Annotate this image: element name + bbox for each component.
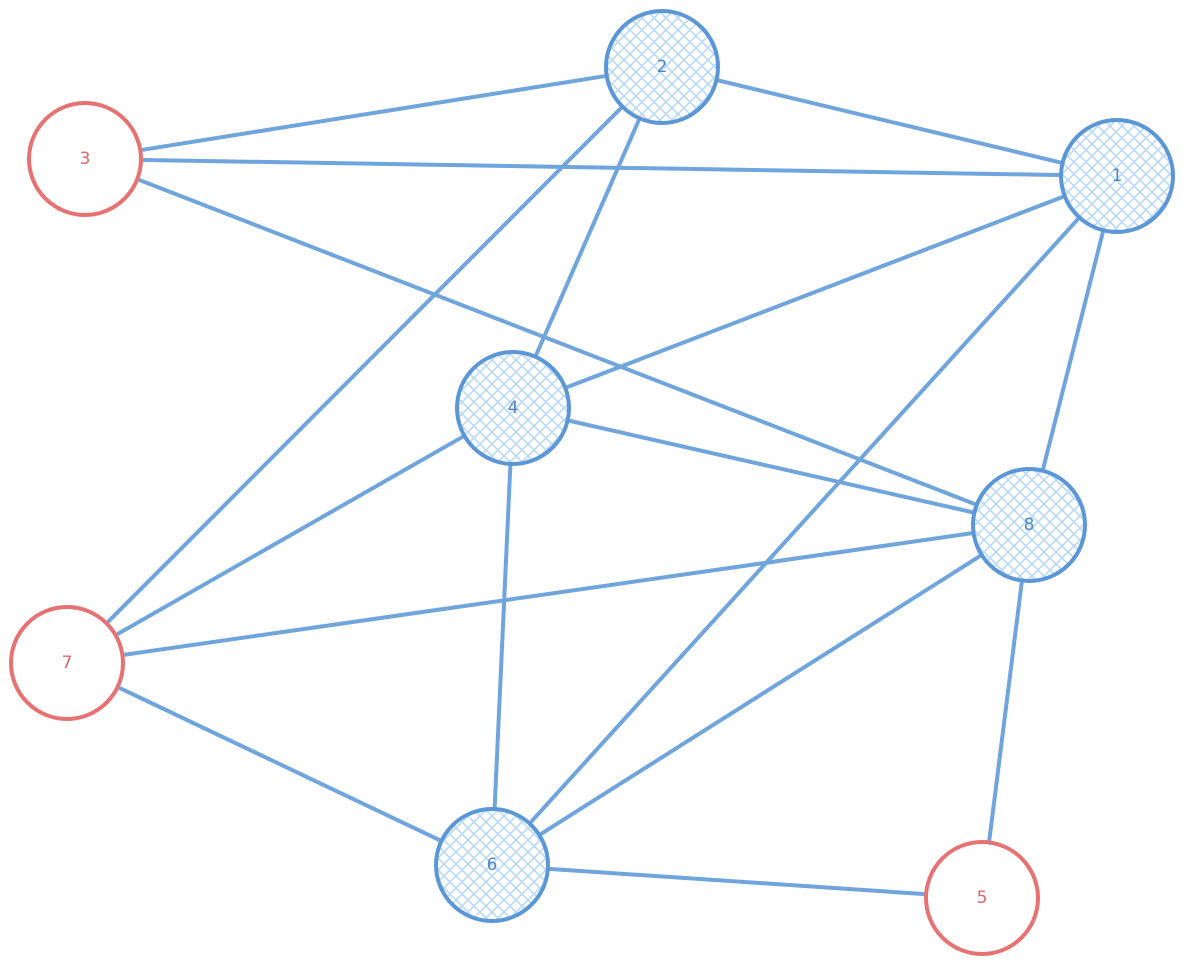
- edge-4-8: [568, 419, 974, 514]
- node-label-2: 2: [657, 57, 668, 77]
- node-label-4: 4: [508, 398, 519, 418]
- node-label-3: 3: [80, 149, 91, 169]
- edge-7-6: [118, 686, 441, 842]
- node-1: 1: [1059, 118, 1175, 234]
- edge-1-6: [529, 217, 1080, 824]
- node-8: 8: [971, 467, 1087, 583]
- node-circle-2: [604, 9, 720, 125]
- edge-1-4: [566, 195, 1064, 389]
- node-circle-4: [455, 350, 571, 466]
- edge-6-5: [548, 867, 926, 896]
- node-2: 2: [604, 9, 720, 125]
- node-circle-8: [971, 467, 1087, 583]
- edge-3-8: [138, 178, 976, 506]
- node-label-5: 5: [977, 888, 988, 908]
- edge-2-7: [106, 106, 623, 624]
- node-label-6: 6: [487, 855, 498, 875]
- edges-layer: [106, 74, 1105, 896]
- node-7: 7: [9, 605, 125, 721]
- node-circle-7: [9, 605, 125, 721]
- node-label-7: 7: [62, 653, 73, 673]
- node-5: 5: [924, 840, 1040, 956]
- node-label-1: 1: [1112, 166, 1123, 186]
- node-circle-1: [1059, 118, 1175, 234]
- node-4: 4: [455, 350, 571, 466]
- edge-3-1: [142, 158, 1060, 177]
- edge-1-8: [1041, 231, 1105, 470]
- edge-2-1: [717, 78, 1062, 165]
- node-circle-6: [434, 807, 550, 923]
- node-3: 3: [27, 101, 143, 217]
- edge-4-6: [492, 464, 513, 809]
- edge-7-8: [123, 531, 973, 657]
- edge-8-5: [987, 581, 1024, 842]
- edge-3-2: [141, 74, 606, 152]
- edge-8-6: [539, 554, 982, 836]
- node-label-8: 8: [1024, 515, 1035, 535]
- edge-2-4: [534, 119, 641, 356]
- node-circle-3: [27, 101, 143, 217]
- edge-4-7: [116, 435, 464, 636]
- nodes-layer: 1 2 3 4 5 6 7 8: [9, 9, 1175, 956]
- node-circle-5: [924, 840, 1040, 956]
- node-6: 6: [434, 807, 550, 923]
